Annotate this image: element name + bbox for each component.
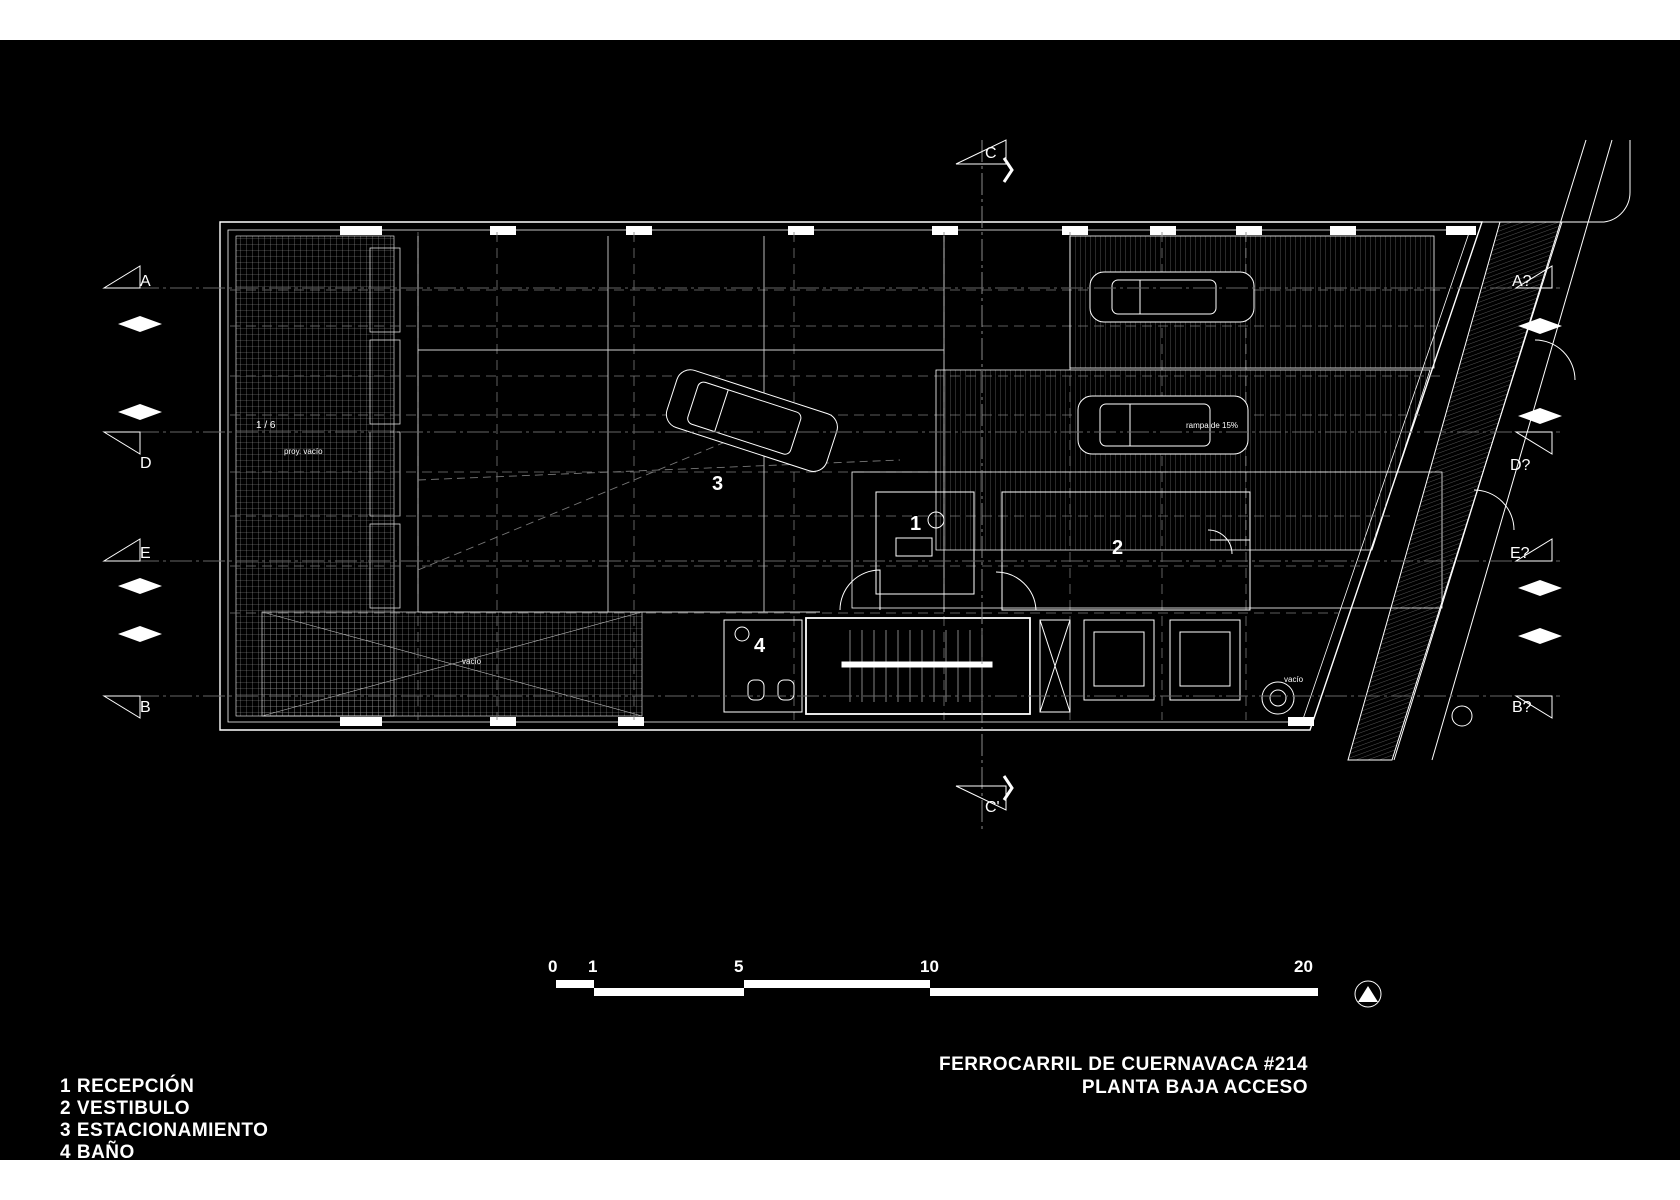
drawing-sheet: A D E B A? D? xyxy=(0,40,1680,1163)
scale-label-10: 10 xyxy=(920,957,939,976)
section-label-c-bottom: C' xyxy=(985,799,1000,816)
section-label-c: C xyxy=(985,145,997,162)
car-top xyxy=(1089,271,1255,323)
annotation-void-bottom: vacío xyxy=(462,657,482,666)
annotation-ref: 1 / 6 xyxy=(256,420,276,431)
scale-label-1: 1 xyxy=(588,957,597,976)
windows xyxy=(340,226,1476,726)
plan-title: FERROCARRIL DE CUERNAVACA #214 xyxy=(938,1054,1308,1075)
void-hatch-left xyxy=(235,235,643,717)
section-label-a-right: A? xyxy=(1512,273,1532,290)
section-label-a: A xyxy=(140,273,151,290)
north-arrow-icon xyxy=(1354,980,1382,1008)
room-number-bathroom: 4 xyxy=(754,635,766,657)
legend-item-reception: 1 RECEPCIÓN xyxy=(60,1076,195,1097)
car-middle xyxy=(1077,395,1249,455)
scale-bar: 0 1 5 10 20 xyxy=(548,957,1318,996)
core xyxy=(723,617,1295,715)
plan-subtitle: PLANTA BAJA ACCESO xyxy=(1081,1077,1308,1098)
scale-label-5: 5 xyxy=(734,957,743,976)
annotation-void-stair: vacío xyxy=(1284,675,1304,684)
section-label-d-right: D? xyxy=(1510,457,1531,474)
annotation-void-left: proy. vacío xyxy=(284,447,323,456)
scale-label-0: 0 xyxy=(548,957,557,976)
title-block: FERROCARRIL DE CUERNAVACA #214 PLANTA BA… xyxy=(939,1053,1308,1099)
room-number-lobby: 2 xyxy=(1112,537,1123,559)
sidewalk xyxy=(1347,139,1631,761)
section-lines xyxy=(104,140,1560,830)
section-marker-d: D xyxy=(102,404,162,472)
section-label-e: E xyxy=(140,545,151,562)
section-marker-b: B xyxy=(102,626,162,719)
annotation-ramp: rampa de 15% xyxy=(1186,421,1238,430)
legend-item-bathroom: 4 BAÑO xyxy=(60,1142,135,1163)
section-marker-b-right: B? xyxy=(1512,628,1562,719)
reception-lobby xyxy=(839,491,1251,611)
section-marker-e-right: E? xyxy=(1510,538,1562,596)
room-number-parking: 3 xyxy=(712,473,723,495)
legend-item-parking: 3 ESTACIONAMIENTO xyxy=(60,1120,269,1141)
car-angled xyxy=(665,369,838,472)
legend-item-lobby: 2 VESTIBULO xyxy=(60,1098,191,1119)
section-marker-c: C xyxy=(955,139,1014,183)
section-marker-c-bottom: C' xyxy=(955,775,1014,816)
room-legend: 1 RECEPCIÓN 2 VESTIBULO 3 ESTACIONAMIENT… xyxy=(60,1076,268,1164)
section-label-d: D xyxy=(140,455,152,472)
section-marker-a: A xyxy=(102,265,162,332)
room-number-reception: 1 xyxy=(910,513,921,535)
section-marker-e: E xyxy=(102,538,162,594)
scale-label-20: 20 xyxy=(1294,957,1313,976)
floor-plan-drawing: A D E B A? D? xyxy=(102,139,1631,1008)
section-label-b-right: B? xyxy=(1512,699,1532,716)
section-label-e-right: E? xyxy=(1510,545,1530,562)
section-label-b: B xyxy=(140,699,151,716)
section-marker-a-right: A? xyxy=(1512,265,1562,334)
section-marker-d-right: D? xyxy=(1510,408,1562,474)
